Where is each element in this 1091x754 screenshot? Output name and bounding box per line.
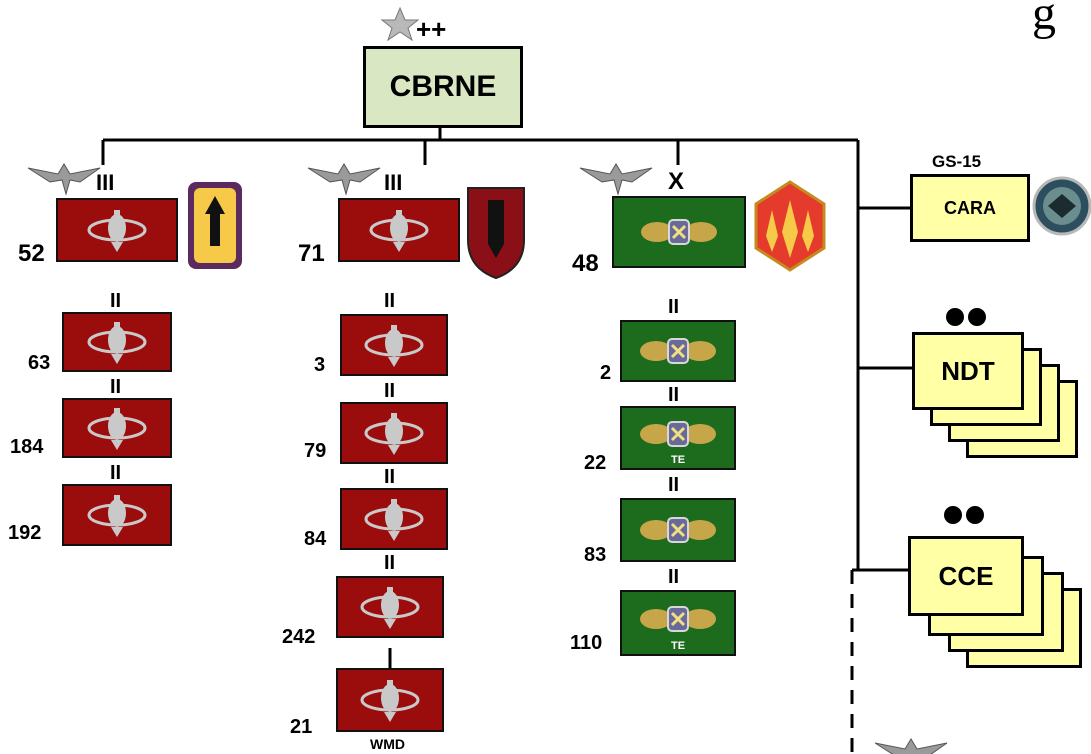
eod-company-21-symbol <box>336 668 444 732</box>
te-caption: TE <box>670 640 686 652</box>
echelon-marker: X <box>668 168 685 195</box>
chem-battalion-110-symbol: TE <box>620 590 736 656</box>
unit-number-63: 63 <box>28 352 51 374</box>
echelon-marker: II <box>384 380 396 402</box>
unit-number-21: 21 <box>290 716 313 738</box>
bomb-patch-icon <box>188 182 242 269</box>
wmd-caption: WMD <box>370 736 405 752</box>
echelon-marker: II <box>110 290 122 312</box>
echelon-marker: II <box>110 462 122 484</box>
team-echelon-dot <box>968 308 986 326</box>
unit-number-22: 22 <box>584 452 607 474</box>
te-caption: TE <box>670 454 686 466</box>
team-echelon-dot <box>946 308 964 326</box>
unit-number-71: 71 <box>298 240 325 267</box>
eod-group-71-symbol <box>338 198 460 262</box>
echelon-marker: II <box>668 566 680 588</box>
echelon-marker: II <box>384 466 396 488</box>
unit-number-52: 52 <box>18 240 45 267</box>
unit-number-2: 2 <box>600 362 612 384</box>
chem-brigade-48-symbol <box>612 196 746 268</box>
eod-battalion-79-symbol <box>340 402 448 464</box>
chem-battalion-2-symbol <box>620 320 736 382</box>
eod-battalion-3-symbol <box>340 314 448 376</box>
flame-patch-icon <box>754 180 826 272</box>
cbrne-hq-box: CBRNE <box>363 46 523 128</box>
general-star-icon <box>380 6 420 42</box>
team-echelon-dot <box>944 506 962 524</box>
team-echelon-dot <box>966 506 984 524</box>
unit-number-192: 192 <box>8 522 42 544</box>
unit-number-184: 184 <box>10 436 44 458</box>
echelon-marker: III <box>96 170 115 195</box>
colonel-eagle-icon <box>27 163 101 196</box>
unit-number-48: 48 <box>572 250 599 277</box>
ndt-label: NDT <box>941 355 995 386</box>
unit-number-110: 110 <box>570 632 603 654</box>
colonel-eagle-icon <box>874 738 948 754</box>
cbrne-hq-label: CBRNE <box>389 70 497 103</box>
echelon-marker: II <box>668 384 680 406</box>
eod-group-52-symbol <box>56 198 178 262</box>
dod-seal-icon <box>1032 176 1091 236</box>
unit-number-79: 79 <box>304 440 327 462</box>
chem-battalion-83-symbol <box>620 498 736 562</box>
cara-label: CARA <box>944 197 996 218</box>
eod-battalion-63-symbol <box>62 312 172 372</box>
unit-number-3: 3 <box>314 354 326 376</box>
chem-battalion-22-symbol: TE <box>620 406 736 470</box>
cara-box: CARA <box>910 174 1030 242</box>
eod-battalion-84-symbol <box>340 488 448 550</box>
echelon-marker: II <box>668 474 680 496</box>
echelon-marker: II <box>384 290 396 312</box>
colonel-eagle-icon <box>307 163 381 196</box>
echelon-marker: III <box>384 170 403 195</box>
hq-rank-label: ++ <box>416 14 447 44</box>
unit-number-242: 242 <box>282 626 316 648</box>
shield-patch-icon <box>467 187 525 280</box>
echelon-marker: II <box>110 376 122 398</box>
ndt-box: NDT <box>912 332 1024 410</box>
eod-battalion-192-symbol <box>62 484 172 546</box>
echelon-marker: II <box>384 552 396 574</box>
cara-grade-label: GS-15 <box>932 152 982 171</box>
eod-battalion-242-symbol <box>336 576 444 638</box>
cce-label: CCE <box>938 560 994 591</box>
cce-box: CCE <box>908 536 1024 616</box>
partial-title: g <box>1032 0 1056 40</box>
colonel-eagle-icon <box>579 163 653 196</box>
unit-number-84: 84 <box>304 528 327 550</box>
unit-number-83: 83 <box>584 544 607 566</box>
eod-battalion-184-symbol <box>62 398 172 458</box>
echelon-marker: II <box>668 296 680 318</box>
